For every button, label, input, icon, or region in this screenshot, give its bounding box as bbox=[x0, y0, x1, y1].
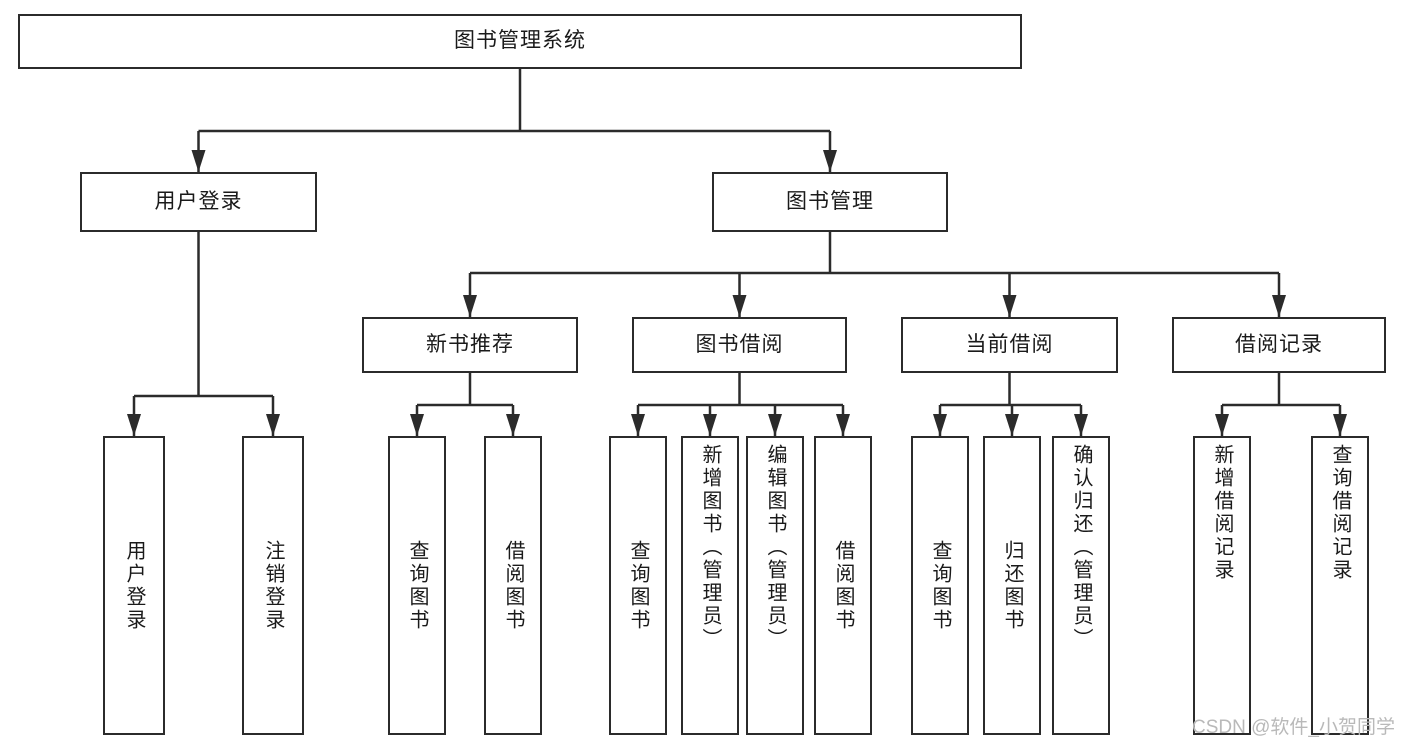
node-label: 编辑图书（管理员） bbox=[764, 444, 786, 651]
arrow-head-icon bbox=[631, 414, 645, 436]
arrow-head-icon bbox=[836, 414, 850, 436]
node-leaf-query-record[interactable]: 查询借阅记录 bbox=[1311, 436, 1369, 735]
node-label: 借阅图书 bbox=[502, 539, 524, 632]
node-label: 新增图书（管理员） bbox=[699, 444, 721, 651]
arrow-head-icon bbox=[1333, 414, 1347, 436]
arrow-head-icon bbox=[732, 295, 747, 317]
node-label: 查询借阅记录 bbox=[1329, 444, 1351, 582]
node-user-login[interactable]: 用户登录 bbox=[80, 172, 317, 232]
arrow-head-icon bbox=[506, 414, 520, 436]
node-label: 借阅记录 bbox=[1235, 332, 1323, 356]
node-label: 图书借阅 bbox=[695, 332, 784, 356]
arrow-head-icon bbox=[463, 295, 477, 317]
node-label: 图书管理 bbox=[786, 189, 874, 213]
node-label: 查询图书 bbox=[406, 539, 428, 632]
node-leaf-borrow-book-2[interactable]: 借阅图书 bbox=[814, 436, 872, 735]
node-leaf-query-book-2[interactable]: 查询图书 bbox=[609, 436, 667, 735]
arrow-head-icon bbox=[410, 414, 424, 436]
arrow-head-icon bbox=[1215, 414, 1229, 436]
arrow-head-icon bbox=[266, 414, 280, 436]
node-book-manage[interactable]: 图书管理 bbox=[712, 172, 948, 232]
watermark-text: CSDN @软件_小贺同学 bbox=[1192, 717, 1395, 738]
node-label: 归还图书 bbox=[1001, 539, 1023, 632]
node-label: 图书管理系统 bbox=[454, 29, 586, 53]
node-label: 当前借阅 bbox=[965, 332, 1054, 356]
node-current-borrow[interactable]: 当前借阅 bbox=[901, 317, 1118, 373]
node-book-borrow[interactable]: 图书借阅 bbox=[632, 317, 847, 373]
node-label: 用户登录 bbox=[154, 189, 243, 213]
node-new-book-rec[interactable]: 新书推荐 bbox=[362, 317, 578, 373]
node-leaf-query-book-3[interactable]: 查询图书 bbox=[911, 436, 969, 735]
node-leaf-add-record[interactable]: 新增借阅记录 bbox=[1193, 436, 1251, 735]
arrow-head-icon bbox=[1005, 414, 1019, 436]
arrow-head-icon bbox=[933, 414, 947, 436]
node-label: 查询图书 bbox=[627, 539, 649, 632]
node-leaf-logout[interactable]: 注销登录 bbox=[242, 436, 304, 735]
node-label: 新增借阅记录 bbox=[1211, 444, 1233, 582]
node-borrow-record[interactable]: 借阅记录 bbox=[1172, 317, 1386, 373]
node-label: 用户登录 bbox=[123, 539, 145, 632]
arrow-head-icon bbox=[1074, 414, 1088, 436]
node-leaf-add-book[interactable]: 新增图书（管理员） bbox=[681, 436, 739, 735]
node-leaf-return-book[interactable]: 归还图书 bbox=[983, 436, 1041, 735]
arrow-head-icon bbox=[703, 414, 717, 436]
node-leaf-edit-book[interactable]: 编辑图书（管理员） bbox=[746, 436, 804, 735]
node-leaf-query-book-1[interactable]: 查询图书 bbox=[388, 436, 446, 735]
node-leaf-confirm-return[interactable]: 确认归还（管理员） bbox=[1052, 436, 1110, 735]
node-leaf-user-login[interactable]: 用户登录 bbox=[103, 436, 165, 735]
node-label: 借阅图书 bbox=[832, 539, 854, 632]
arrow-head-icon bbox=[768, 414, 782, 436]
node-label: 新书推荐 bbox=[426, 332, 514, 356]
node-leaf-borrow-book-1[interactable]: 借阅图书 bbox=[484, 436, 542, 735]
arrow-head-icon bbox=[1002, 295, 1017, 317]
node-label: 确认归还（管理员） bbox=[1070, 444, 1092, 651]
arrow-head-icon bbox=[1272, 295, 1286, 317]
arrow-head-icon bbox=[127, 414, 141, 436]
arrow-head-icon bbox=[823, 150, 837, 172]
node-label: 查询图书 bbox=[929, 539, 951, 632]
node-root[interactable]: 图书管理系统 bbox=[18, 14, 1022, 69]
node-label: 注销登录 bbox=[262, 539, 284, 632]
arrow-head-icon bbox=[191, 150, 206, 172]
